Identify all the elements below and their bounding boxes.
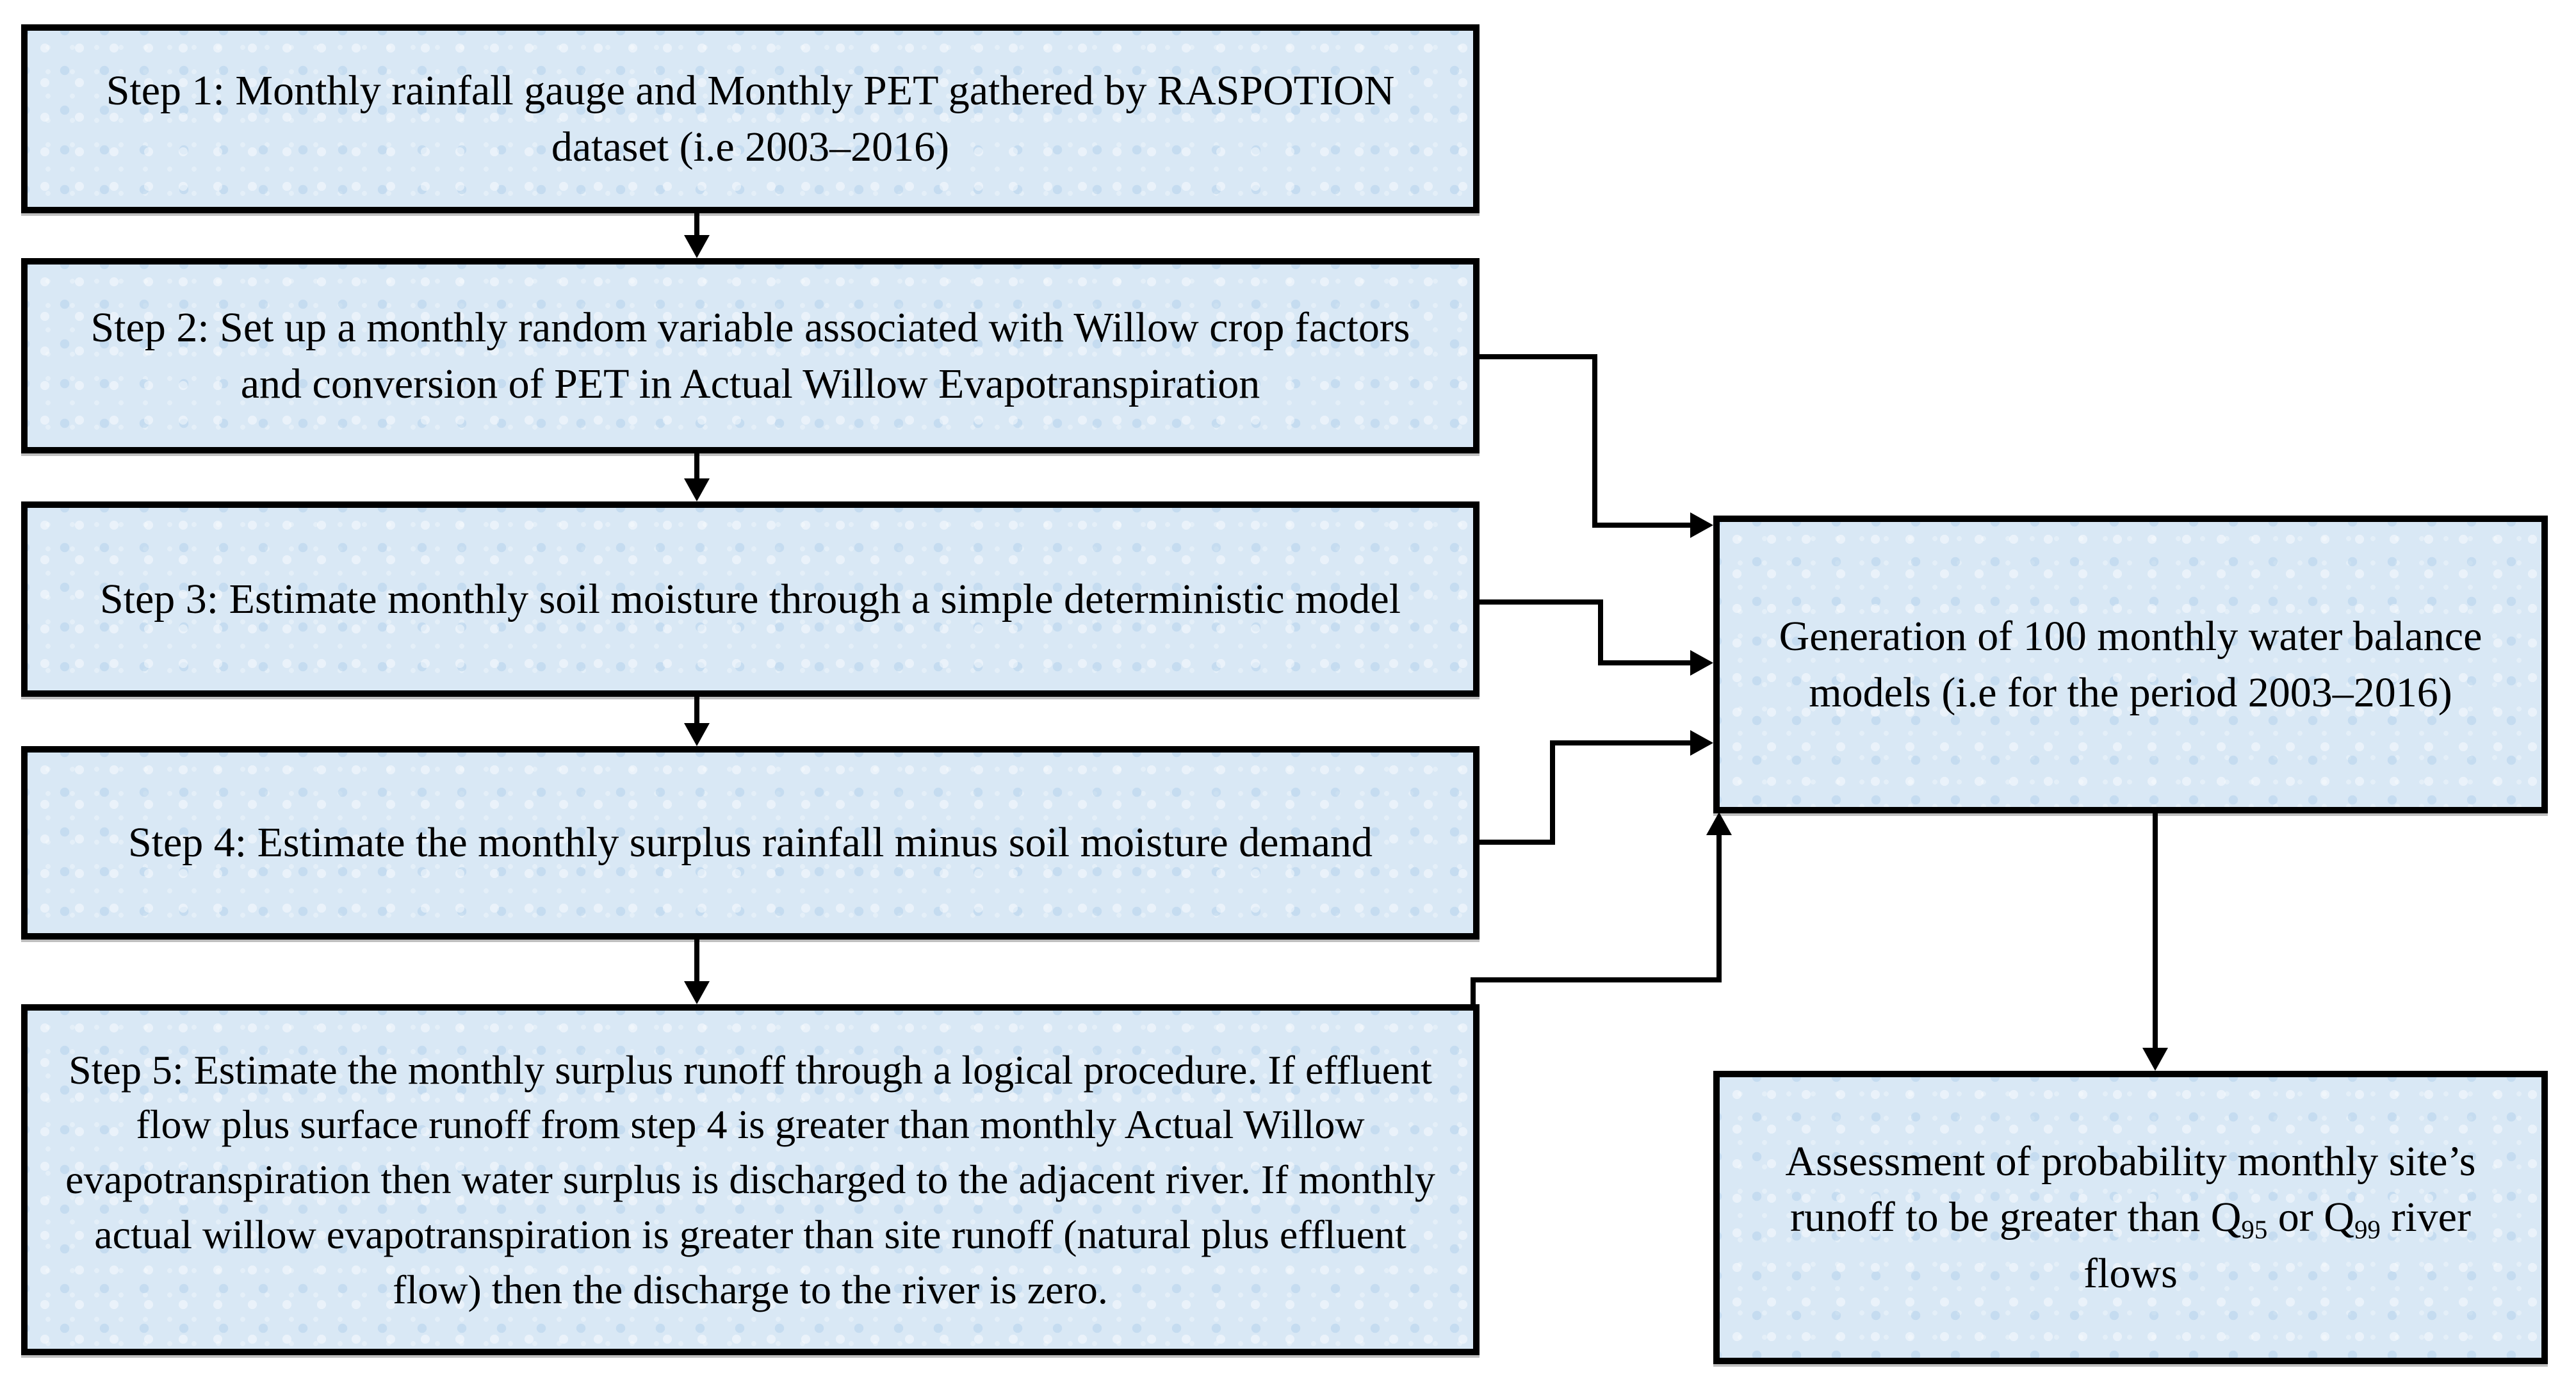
arrowhead-right-icon (1690, 650, 1713, 676)
arrowhead-down-icon (2142, 1048, 2168, 1071)
assessment-text: Assessment of probability monthly site’s… (1785, 1138, 2476, 1297)
arrowhead-down-icon (684, 981, 710, 1004)
q99-subscript: 99 (2354, 1215, 2381, 1244)
arrowhead-right-icon (1690, 512, 1713, 538)
arrowhead-down-icon (684, 723, 710, 746)
step-5-box: Step 5: Estimate the monthly surplus run… (21, 1004, 1480, 1355)
step-3-text: Step 3: Estimate monthly soil moisture t… (99, 575, 1401, 623)
step-2-text: Step 2: Set up a monthly random variable… (90, 304, 1410, 407)
step-5-text: Step 5: Estimate the monthly surplus run… (65, 1046, 1435, 1312)
step-4-text: Step 4: Estimate the monthly surplus rai… (127, 819, 1373, 867)
generation-text: Generation of 100 monthly water balance … (1779, 613, 2482, 716)
q95-subscript: 95 (2241, 1215, 2268, 1244)
step-1-text: Step 1: Monthly rainfall gauge and Month… (106, 67, 1395, 170)
step-4-box: Step 4: Estimate the monthly surplus rai… (21, 746, 1480, 940)
arrowhead-down-icon (684, 235, 710, 258)
step-3-box: Step 3: Estimate monthly soil moisture t… (21, 501, 1480, 697)
assessment-box: Assessment of probability monthly site’s… (1713, 1071, 2548, 1364)
step-2-box: Step 2: Set up a monthly random variable… (21, 258, 1480, 453)
step-1-box: Step 1: Monthly rainfall gauge and Month… (21, 24, 1480, 213)
generation-box: Generation of 100 monthly water balance … (1713, 516, 2548, 813)
arrowhead-right-icon (1690, 730, 1713, 756)
arrowhead-down-icon (684, 478, 710, 501)
arrowhead-up-icon (1706, 812, 1732, 835)
